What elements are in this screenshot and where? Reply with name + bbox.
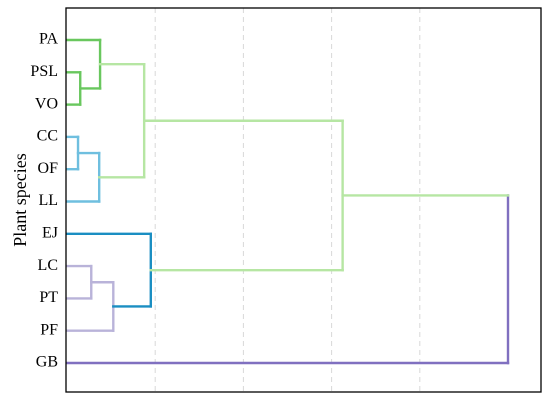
leaf-label-ll: LL xyxy=(38,192,58,209)
leaf-label-psl: PSL xyxy=(30,63,58,80)
leaf-label-gb: GB xyxy=(36,354,58,371)
grid-layer xyxy=(154,8,421,392)
link-layer xyxy=(65,38,510,365)
leaf-label-of: OF xyxy=(38,160,59,177)
y-axis-label: Plant species xyxy=(10,153,30,246)
leaf-label-vo: VO xyxy=(35,95,58,112)
leaf-label-pt: PT xyxy=(39,289,58,306)
leaf-label-layer: PA PSL VO CC OF LL EJ LC PT PF GB xyxy=(30,31,58,371)
leaf-label-cc: CC xyxy=(37,128,58,145)
leaf-label-lc: LC xyxy=(38,257,58,274)
plot-frame xyxy=(65,7,542,393)
leaf-label-ej: EJ xyxy=(42,224,58,241)
leaf-label-pa: PA xyxy=(39,31,58,48)
leaf-label-pf: PF xyxy=(40,321,58,338)
